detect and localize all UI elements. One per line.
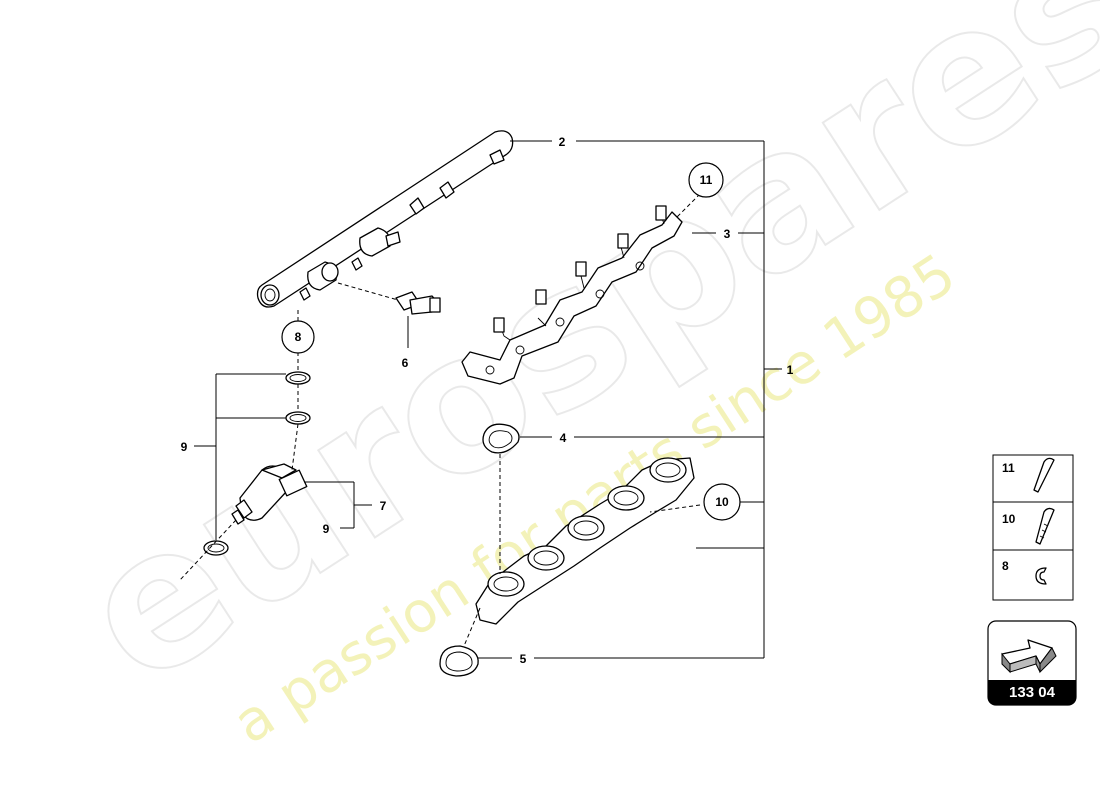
legend-item-8[interactable]: 8 [1002,559,1047,585]
page-reference-button[interactable]: 133 04 [987,620,1077,706]
callout-3[interactable]: 3 [724,227,731,241]
o-rings[interactable] [203,371,311,556]
callout-9-lower[interactable]: 9 [323,522,330,536]
gasket-lower[interactable] [439,645,479,677]
callout-9-upper[interactable]: 9 [181,440,188,454]
legend-item-10[interactable]: 10 [1002,507,1055,545]
watermark-brand: eurospares [44,0,1100,728]
watermark: eurospares a passion for parts since 198… [43,0,1100,757]
pressure-sensor[interactable] [395,291,441,315]
callout-circle-11[interactable]: 11 [688,162,724,198]
callout-7[interactable]: 7 [380,499,387,513]
intake-runner[interactable] [475,457,695,625]
arrow-forward-icon [1001,639,1057,674]
bolt-threaded-icon [1035,507,1055,545]
fuel-rail[interactable] [256,130,514,308]
callout-8-label: 8 [295,330,302,344]
callout-5[interactable]: 5 [520,652,527,666]
callout-circle-10[interactable]: 10 [703,483,741,521]
legend-number: 8 [1002,559,1009,573]
callout-6[interactable]: 6 [402,356,409,370]
callout-11-label: 11 [700,173,713,187]
rail-bracket[interactable] [461,205,683,385]
callout-4[interactable]: 4 [560,431,567,445]
leader-lines [179,140,782,659]
bolt-long-icon [1033,457,1055,493]
callout-2[interactable]: 2 [559,135,566,149]
legend-number: 11 [1002,461,1015,475]
clip-ring-icon [1035,567,1047,585]
callout-10-label: 10 [715,495,729,509]
callout-1[interactable]: 1 [787,363,794,377]
legend-item-11[interactable]: 11 [1002,457,1055,493]
callout-circle-8[interactable]: 8 [281,320,315,354]
gasket-upper[interactable] [482,423,520,454]
legend-number: 10 [1002,512,1016,526]
hardware-legend: 11 10 8 [992,454,1074,601]
page-reference-label: 133 04 [1009,684,1056,701]
